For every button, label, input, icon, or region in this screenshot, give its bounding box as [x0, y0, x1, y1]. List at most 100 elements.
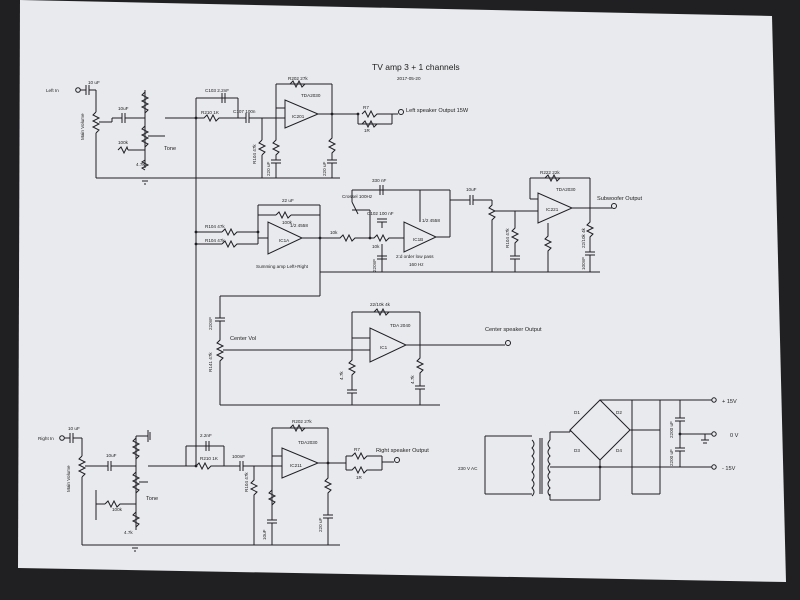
- cap-label: C103 2.2nF: [205, 88, 229, 93]
- ic1b-part-label: 1/2 4558: [422, 218, 440, 223]
- center-vol-label: Center Vol: [230, 336, 256, 342]
- cap-label: 220 uF: [318, 518, 323, 532]
- cap-label: 22 uF: [282, 198, 294, 203]
- tone-pot-right[interactable]: [131, 471, 141, 494]
- center-channel: 220nF Center Vol R141 47k IC1 TDA 2040 2…: [208, 295, 542, 406]
- resistor-label: R7: [363, 105, 369, 110]
- ic221-label: IC221: [546, 207, 559, 212]
- ic201-part-label: TDA2030: [301, 93, 321, 98]
- paper-sheet: [18, 0, 786, 582]
- resistor-label: R210 1K: [201, 110, 220, 115]
- tone-label-right: Tone: [146, 496, 158, 502]
- right-in-label: Right In: [38, 436, 54, 441]
- resistor-label: R202 27k: [292, 419, 312, 424]
- ic221-part-label: TDA2030: [556, 187, 576, 192]
- bridge-diode-label: D1: [574, 410, 580, 415]
- main-volume-pot-left: [91, 111, 101, 134]
- center-volume-pot[interactable]: [215, 321, 225, 405]
- ic201-label: IC201: [292, 114, 305, 119]
- main-volume-label-right: Main Volume: [66, 465, 71, 492]
- subwoofer-terminal: [611, 203, 617, 209]
- cap-label: 100nF: [581, 257, 586, 270]
- ic221-amplifier: [537, 192, 574, 224]
- ic1-center-amplifier: [369, 327, 408, 363]
- main-volume-pot-right[interactable]: [77, 455, 87, 478]
- lowpass-amp: [403, 221, 438, 253]
- left-speaker-terminal: [398, 109, 404, 115]
- cap-label: 10 uF: [88, 80, 100, 85]
- ic211-part-label: TDA2030: [298, 440, 318, 445]
- resistor-label: 4.7k: [339, 371, 344, 380]
- cap-label: 10 uF: [68, 426, 80, 431]
- neg-rail-label: - 15V: [722, 466, 736, 472]
- neg-rail-terminal: [711, 464, 717, 470]
- left-channel: Left In 10 uF Main Volume 10uF Tone 100k…: [46, 76, 469, 185]
- resistor-label: 22/10k 4k: [370, 302, 391, 307]
- pos-rail-terminal: [711, 397, 717, 403]
- ic1a-part-label: 1/2 4558: [290, 223, 308, 228]
- ic1b-label: IC1B: [413, 237, 423, 242]
- summing-note: Summing amp Left+Right: [256, 264, 309, 269]
- center-speaker-terminal: [505, 340, 511, 346]
- main-volume-label-left: Main Volume: [80, 113, 85, 140]
- schematic-date: 2017-05-20: [397, 76, 421, 81]
- resistor-label: R104 47k: [244, 472, 249, 492]
- resistor-label: R222 22k: [540, 170, 560, 175]
- ic211-amplifier: [281, 447, 320, 479]
- resistor-label: R104 47k: [205, 224, 225, 229]
- resistor-label: 4.7k: [410, 375, 415, 384]
- left-in-label: Left In: [46, 88, 59, 93]
- cap-label: 10uF: [466, 187, 477, 192]
- bridge-diode-label: D4: [616, 448, 622, 453]
- crossover-switch[interactable]: [351, 201, 359, 215]
- resistor-label: 10k: [372, 244, 380, 249]
- cap-label: C107 100n: [233, 109, 256, 114]
- resistor-label: R7: [354, 447, 360, 452]
- resistor-label: 4.7k: [136, 162, 145, 167]
- center-output-label: Center speaker Output: [485, 327, 542, 333]
- ic1-label: IC1: [380, 345, 388, 350]
- zero-rail-label: 0 V: [730, 433, 739, 439]
- cap-label: 220nF: [372, 259, 377, 272]
- left-output-label: Left speaker Output 15W: [406, 108, 469, 114]
- cap-label: 100nF: [232, 454, 245, 459]
- junction-dots: [194, 112, 682, 469]
- transformer-primary: [531, 439, 535, 497]
- ic201-amplifier: [284, 99, 320, 129]
- resistor-label: 10k: [330, 230, 338, 235]
- ic1a-label: IC1A: [279, 238, 290, 243]
- resistor-label: 1R: [356, 475, 363, 480]
- resistor-label: R104 47k: [505, 228, 510, 248]
- resistor-label: R202 27k: [288, 76, 308, 81]
- resistor-label: R104 47k: [252, 144, 257, 164]
- resistor-label: 100k: [112, 507, 123, 512]
- bridge-diode-label: D2: [616, 410, 622, 415]
- right-speaker-terminal: [394, 457, 400, 463]
- resistor-label: 100k: [282, 220, 293, 225]
- resistor-label: 4.7k: [124, 530, 133, 535]
- ac-input-label: 230 V AC: [458, 466, 478, 471]
- resistor-label: R141 47k: [208, 352, 213, 372]
- schematic-title: TV amp 3 + 1 channels: [372, 62, 460, 72]
- resistor-label: 100k: [118, 140, 129, 145]
- summing-amp: [267, 221, 304, 255]
- cap-label: 2.2nF: [200, 433, 212, 438]
- supply-cap-label: 2200 uF: [669, 421, 674, 438]
- subwoofer-output-label: Subwoofer Output: [597, 196, 643, 202]
- tone-label-left: Tone: [164, 146, 176, 152]
- tone-pot: [140, 125, 150, 148]
- ic1-part-label: TDA 2040: [390, 323, 411, 328]
- cap-label: 220 uF: [322, 162, 327, 176]
- subwoofer-volume-pot[interactable]: [487, 200, 497, 272]
- lowpass-note: 2:d order low pass: [396, 254, 434, 259]
- cap-label: 220nF: [208, 317, 213, 330]
- resistor-label: R104 47k: [205, 238, 225, 243]
- ground-terminal: [711, 431, 717, 437]
- resistor-label: 22/10k 4k: [581, 227, 586, 248]
- transformer-secondary: [547, 439, 551, 497]
- right-channel: Right In 10 uF Main Volume 10uF Tone 100…: [38, 419, 429, 552]
- subwoofer-section: R104 47k R104 47k IC1A 1/2 4558 Summing …: [195, 118, 643, 420]
- crossover-label: Crossel 100Hz: [342, 194, 373, 199]
- power-supply: 230 V AC D1 D2 D3 D4 2200 uF 2200 uF: [458, 397, 739, 501]
